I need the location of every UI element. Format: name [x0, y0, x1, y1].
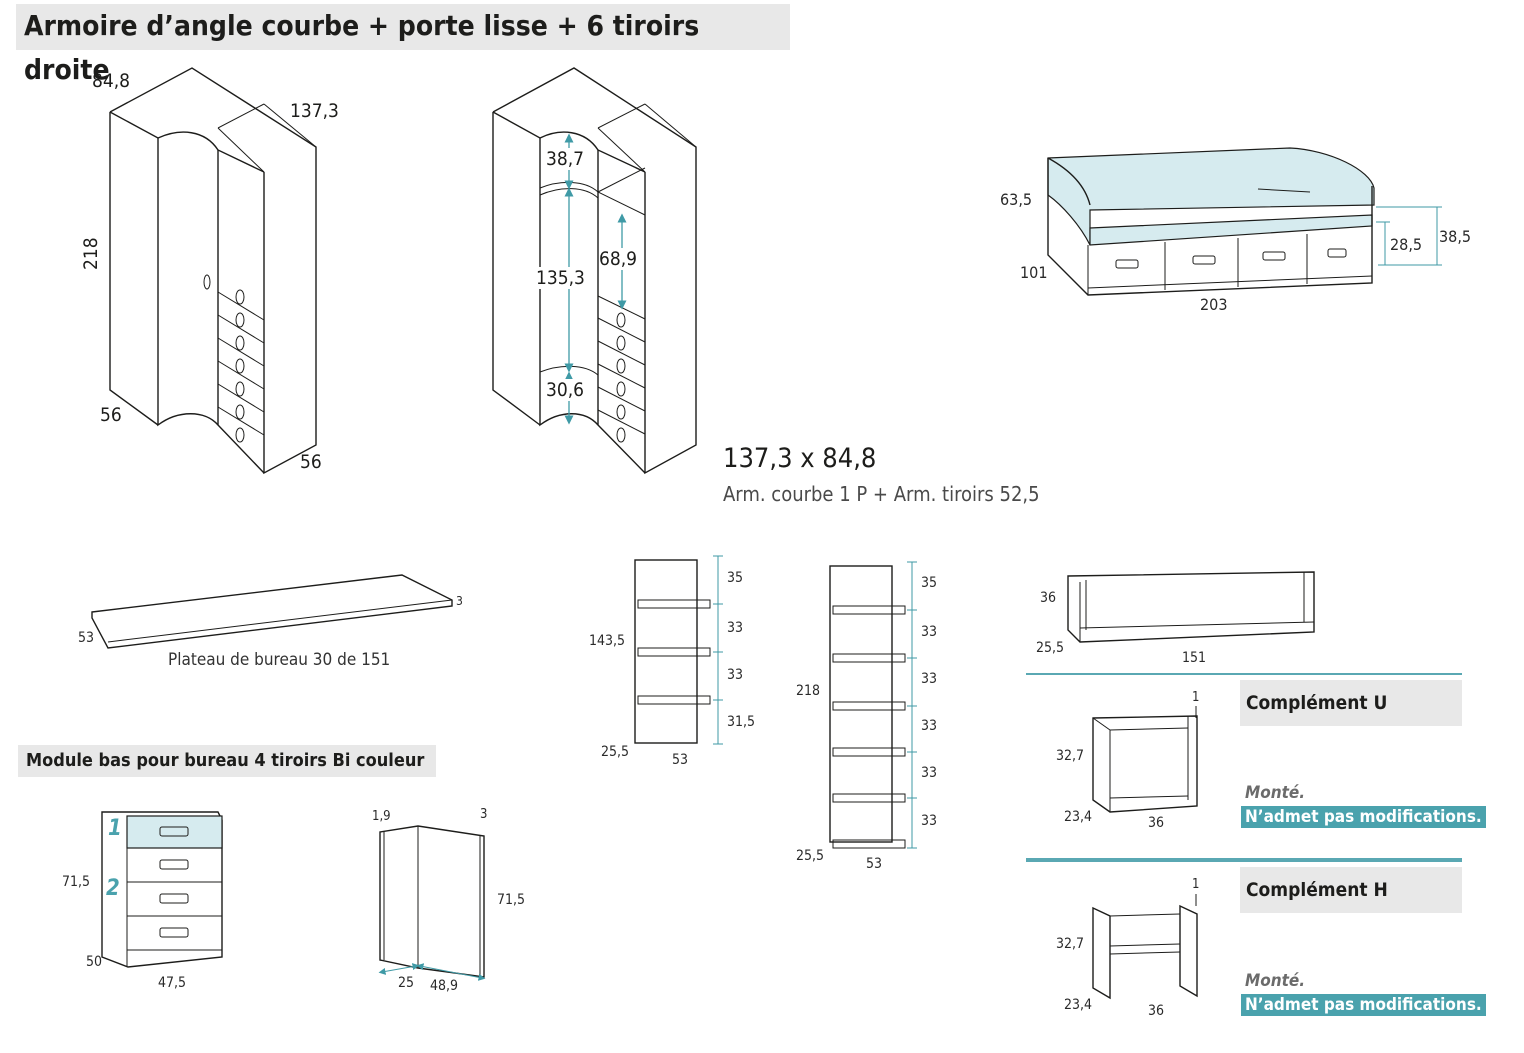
- desk-thickness-label: 3: [456, 594, 463, 608]
- wardrobe-description: Arm. courbe 1 P + Arm. tiroirs 52,5: [723, 482, 1040, 506]
- wardrobe-right-depth-label: 56: [300, 451, 322, 473]
- interior-middle-label: 135,3: [536, 267, 585, 289]
- complement-u-height-label: 32,7: [1056, 748, 1085, 764]
- tall-shelf-gap-3: 33: [921, 671, 938, 687]
- complement-h-top-label: 1: [1192, 877, 1200, 892]
- complement-u-title: Complément U: [1240, 680, 1462, 726]
- complement-u-note: N’admet pas modifications.: [1241, 806, 1486, 828]
- desk-depth-label: 53: [78, 630, 95, 646]
- wall-shelf-depth-label: 25,5: [1036, 640, 1065, 656]
- corner-panel-drawing: [378, 825, 486, 981]
- complement-u-monte: Monté.: [1245, 783, 1306, 803]
- tall-shelf-gap-1: 35: [921, 575, 938, 591]
- complement-u-top-label: 1: [1192, 690, 1200, 705]
- tall-shelf-depth-label: 25,5: [796, 848, 825, 864]
- complement-h-monte: Monté.: [1245, 971, 1306, 991]
- complement-u-rule: [1026, 673, 1462, 675]
- small-shelf-gap-1: 35: [727, 570, 744, 586]
- complement-h-height-label: 32,7: [1056, 936, 1085, 952]
- drawer-module-depth-label: 50: [86, 954, 103, 970]
- complement-h-note: N’admet pas modifications.: [1241, 994, 1486, 1016]
- complement-u-depth-label: 23,4: [1064, 809, 1093, 825]
- small-shelf-drawing: [634, 555, 723, 745]
- tall-shelf-drawing: [829, 561, 917, 849]
- drawer-module-height-label: 71,5: [62, 874, 91, 890]
- tall-shelf-gap-2: 33: [921, 624, 938, 640]
- tall-shelf-gap-6: 33: [921, 813, 938, 829]
- wardrobe-size-label: 137,3 x 84,8: [723, 443, 877, 474]
- drawer-module-width-label: 47,5: [158, 975, 187, 991]
- corner-width-2-label: 48,9: [430, 978, 459, 994]
- small-shelf-gap-2: 33: [727, 620, 744, 636]
- bed-drawer-height-label: 28,5: [1390, 235, 1423, 254]
- interior-top-label: 38,7: [546, 148, 585, 170]
- small-shelf-gap-4: 31,5: [727, 714, 756, 730]
- complement-h-width-label: 36: [1148, 1003, 1165, 1019]
- small-shelf-gap-3: 33: [727, 667, 744, 683]
- bed-drawing: [1047, 147, 1442, 296]
- module-title: Module bas pour bureau 4 tiroirs Bi coul…: [18, 745, 436, 777]
- wall-shelf-width-label: 151: [1182, 650, 1207, 666]
- drawer-module-drawing: [101, 811, 223, 968]
- bed-height-label: 63,5: [1000, 190, 1033, 209]
- wardrobe-depth-label: 84,8: [92, 70, 131, 92]
- tall-shelf-width-label: 53: [866, 856, 883, 872]
- drawer-mark-2: 2: [106, 876, 120, 901]
- drawer-mark-1: 1: [108, 816, 122, 841]
- wardrobe-closed-drawing: [109, 67, 317, 475]
- corner-thickness-left: 1,9: [372, 809, 391, 824]
- wardrobe-width-label: 137,3: [290, 100, 339, 122]
- corner-width-1-label: 25: [398, 975, 415, 991]
- corner-height-label: 71,5: [497, 892, 526, 908]
- bed-width-label: 203: [1200, 295, 1228, 314]
- complement-h-depth-label: 23,4: [1064, 997, 1093, 1013]
- corner-thickness-right: 3: [480, 807, 488, 822]
- desk-caption: Plateau de bureau 30 de 151: [168, 650, 391, 670]
- complement-h-title: Complément H: [1240, 867, 1462, 913]
- small-shelf-depth-label: 25,5: [601, 744, 630, 760]
- tall-shelf-gap-5: 33: [921, 765, 938, 781]
- wardrobe-left-depth-label: 56: [100, 404, 122, 426]
- bed-base-height-label: 38,5: [1439, 227, 1472, 246]
- desk-top-drawing: [91, 574, 453, 649]
- wall-shelf-drawing: [1067, 571, 1315, 643]
- wall-shelf-height-label: 36: [1040, 590, 1057, 606]
- bed-depth-label: 101: [1020, 263, 1048, 282]
- complement-u-width-label: 36: [1148, 815, 1165, 831]
- small-shelf-height-label: 143,5: [589, 633, 626, 649]
- complement-u-drawing: [1092, 706, 1198, 813]
- interior-bottom-label: 30,6: [546, 379, 585, 401]
- page-title: Armoire d’angle courbe + porte lisse + 6…: [16, 4, 790, 86]
- tall-shelf-gap-4: 33: [921, 718, 938, 734]
- wardrobe-height-label: 218: [80, 237, 102, 270]
- complement-h-rule: [1026, 858, 1462, 862]
- small-shelf-width-label: 53: [672, 752, 689, 768]
- wardrobe-open-drawing: [492, 67, 697, 475]
- interior-right-label: 68,9: [599, 248, 638, 270]
- tall-shelf-height-label: 218: [796, 683, 821, 699]
- complement-h-drawing: [1092, 894, 1198, 1000]
